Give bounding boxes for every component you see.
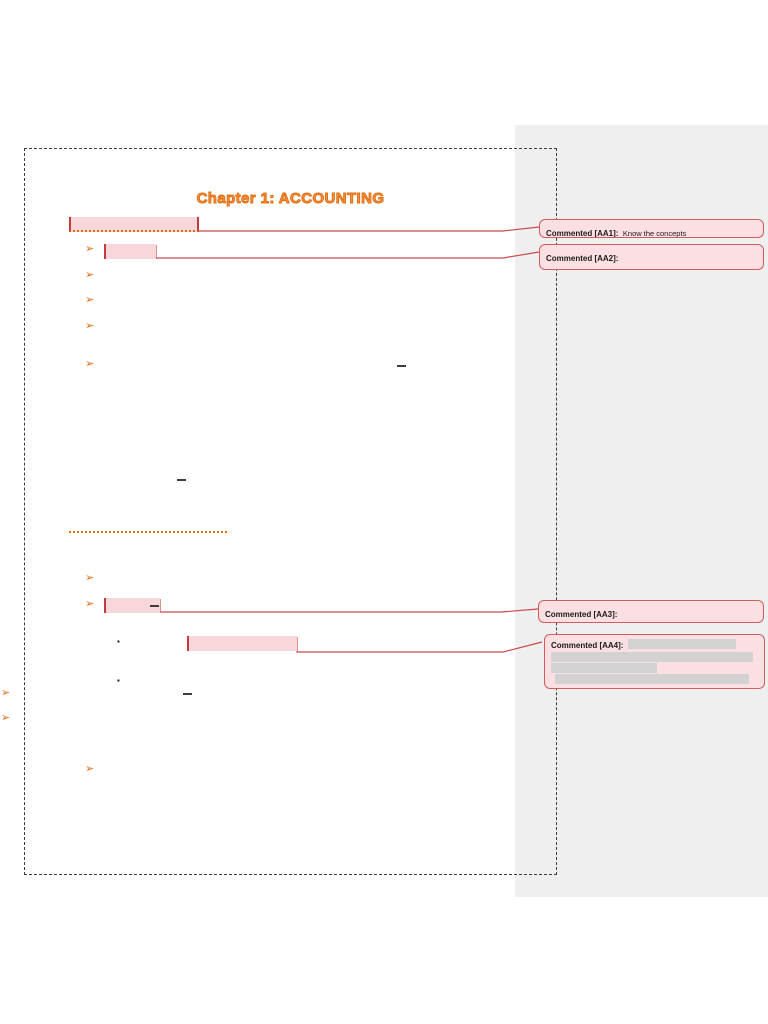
comment-card-aa1[interactable]: Commented [AA1]: Know the concepts: [539, 219, 764, 238]
comment-label: Commented [AA4]:: [551, 641, 624, 650]
list-arrow-icon: ➢: [85, 320, 95, 332]
square-bullet-icon: ▪: [117, 637, 120, 646]
list-arrow-icon: ➢: [85, 763, 95, 775]
highlight-anchor-aa2[interactable]: [104, 244, 156, 259]
dash-mark: [150, 605, 159, 607]
list-arrow-icon: ➢: [85, 294, 95, 306]
comment-card-aa3[interactable]: Commented [AA3]:: [538, 600, 764, 623]
list-arrow-icon: ➢: [85, 269, 95, 281]
list-arrow-icon: ➢: [85, 358, 95, 370]
comment-label: Commented [AA2]:: [546, 254, 619, 263]
dash-mark: [397, 365, 406, 367]
highlight-anchor-aa3[interactable]: [104, 598, 160, 613]
chapter-title: Chapter 1: ACCOUNTING: [196, 190, 385, 208]
dash-mark: [183, 693, 192, 695]
redacted-text-block: [555, 674, 749, 684]
margin-arrow-icon: ➢: [1, 687, 11, 699]
list-arrow-icon: ➢: [85, 598, 95, 610]
section-heading-underline: [69, 526, 227, 533]
list-arrow-icon: ➢: [85, 243, 95, 255]
square-bullet-icon: ▪: [117, 676, 120, 685]
list-arrow-icon: ➢: [85, 572, 95, 584]
highlight-anchor-aa4[interactable]: [187, 636, 297, 651]
redacted-text-block: [551, 652, 753, 662]
comment-text: Know the concepts: [622, 229, 687, 238]
comment-card-aa2[interactable]: Commented [AA2]:: [539, 244, 764, 270]
comment-label: Commented [AA3]:: [545, 610, 618, 619]
dash-mark: [177, 479, 186, 481]
comment-line: Commented [AA4]:: [551, 638, 758, 651]
redacted-text-block: [551, 663, 657, 673]
highlight-anchor-aa1[interactable]: [69, 217, 199, 232]
page-border: [24, 148, 557, 875]
redacted-text-block: [627, 638, 736, 649]
margin-arrow-icon: ➢: [1, 712, 11, 724]
comment-card-aa4[interactable]: Commented [AA4]:: [544, 634, 765, 689]
comment-label: Commented [AA1]:: [546, 229, 619, 238]
